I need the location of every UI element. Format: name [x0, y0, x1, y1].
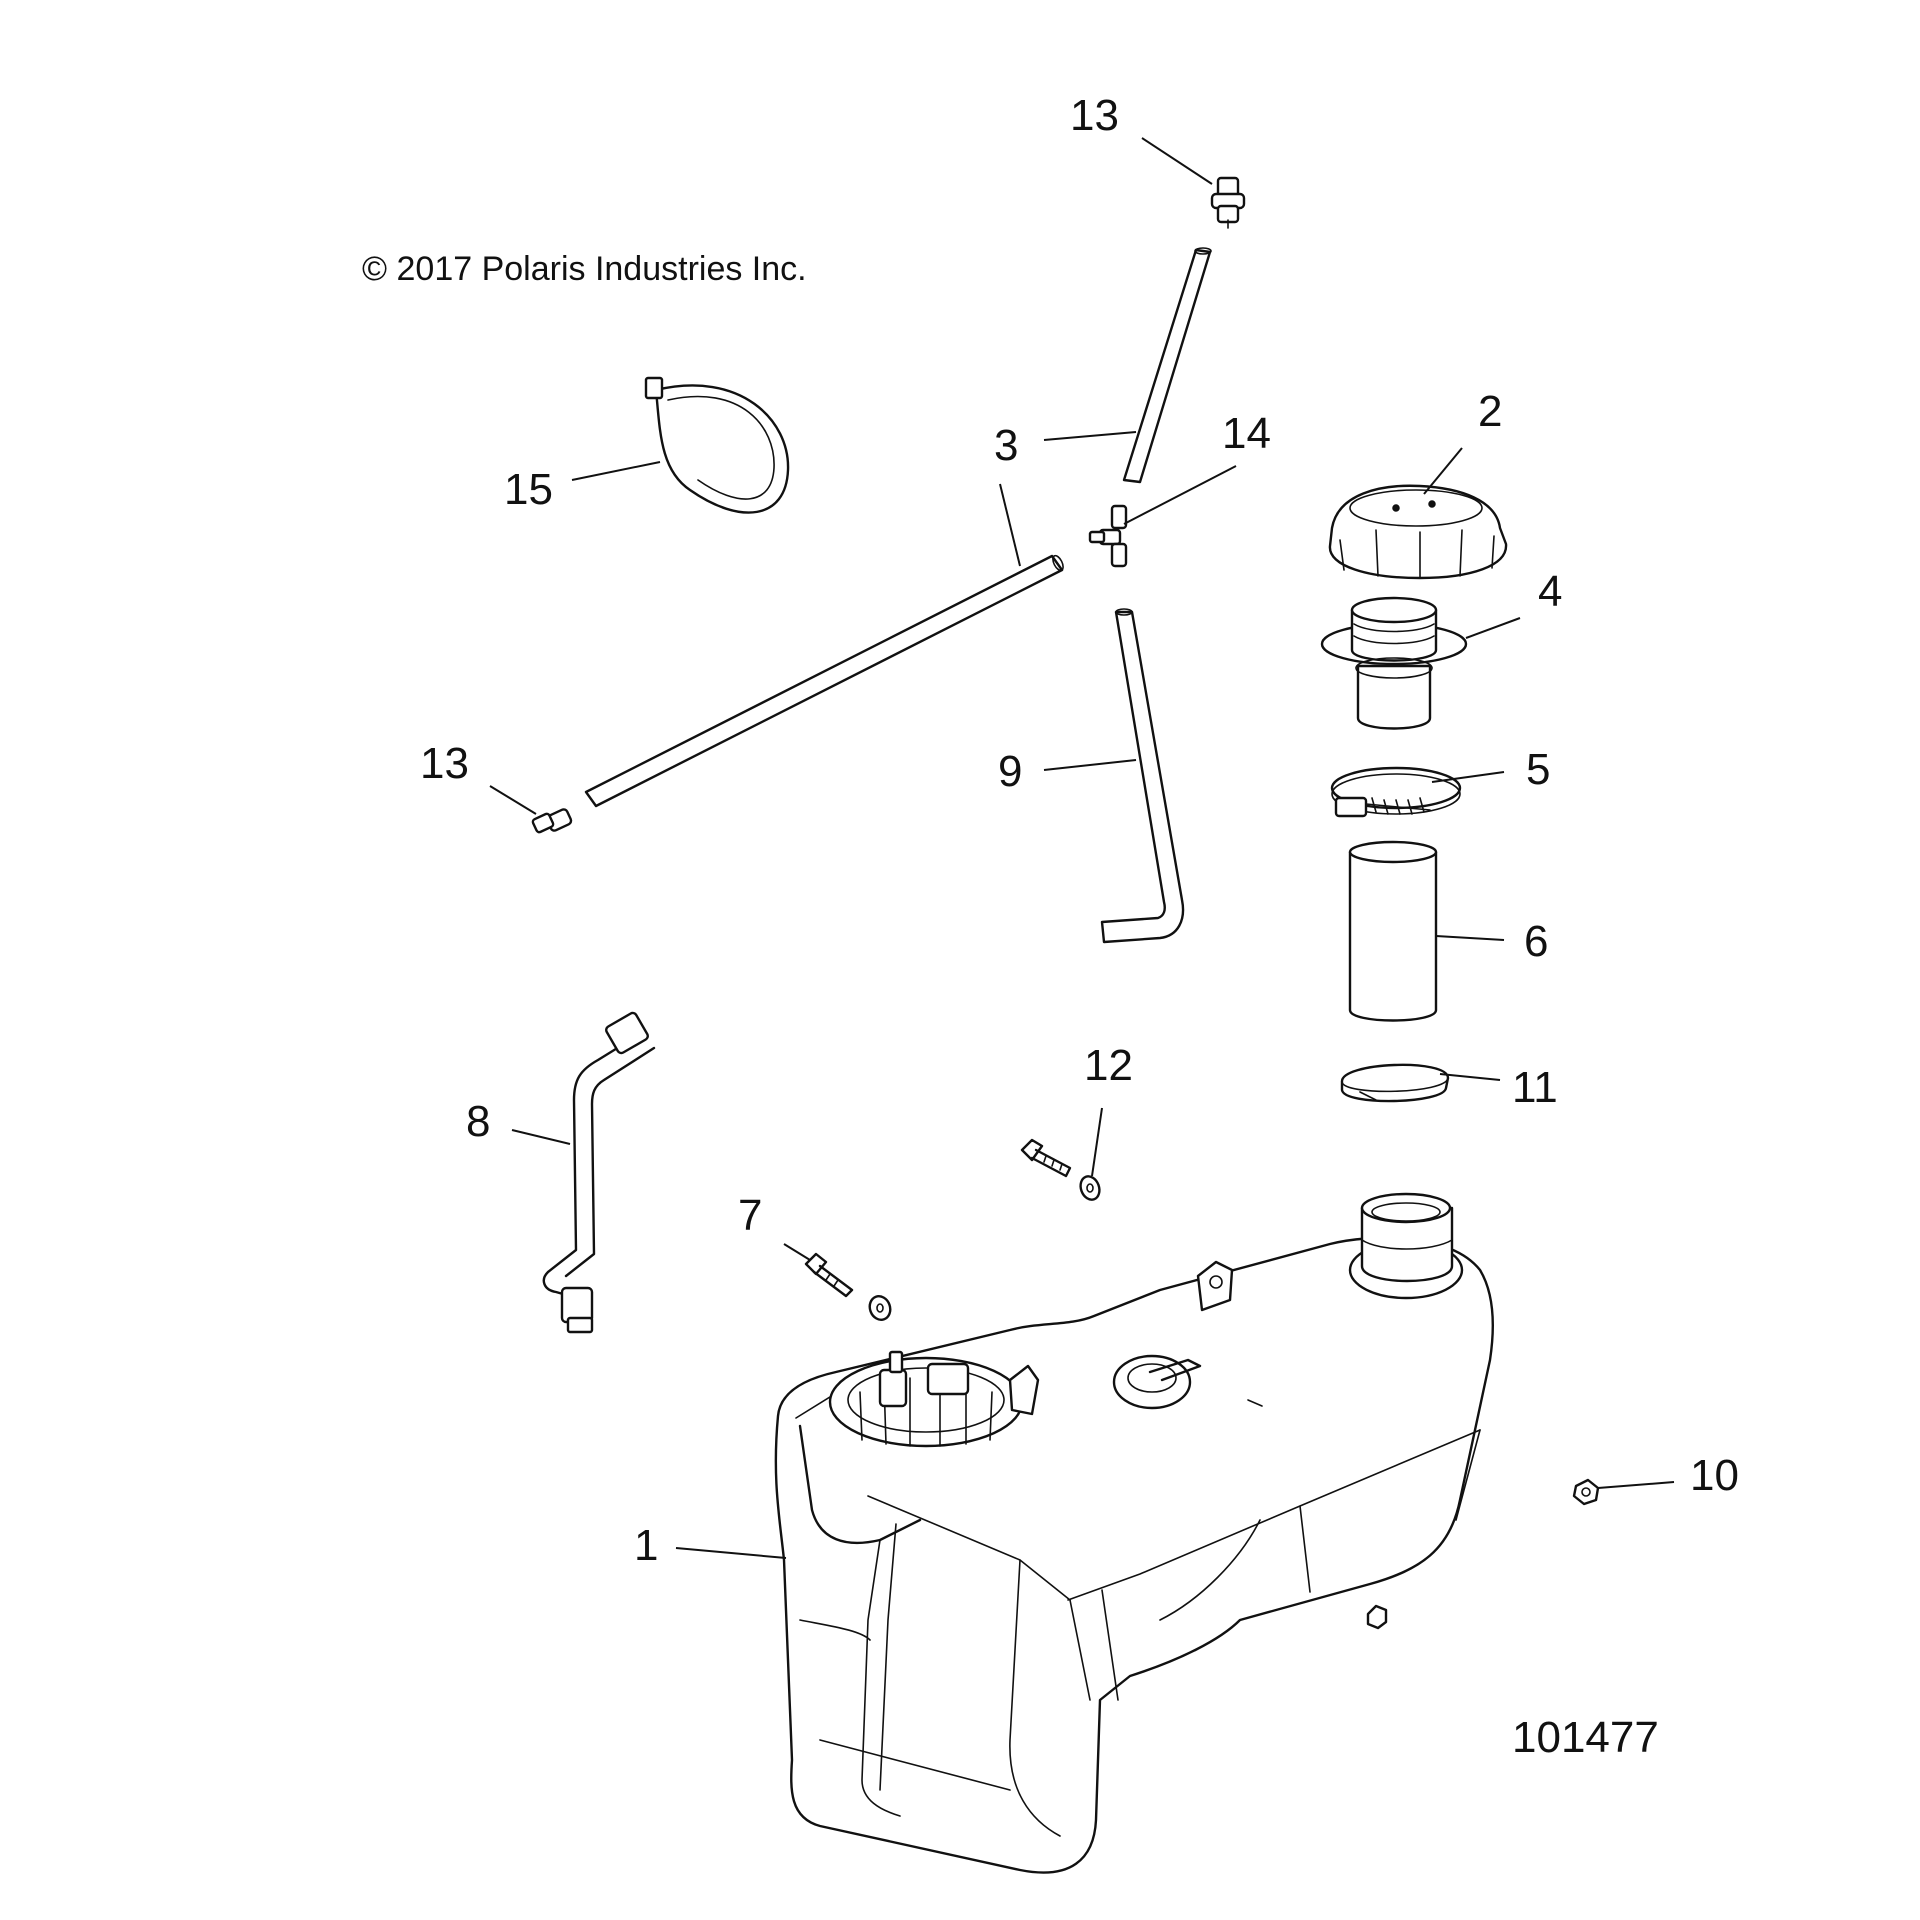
- callout-13-left: 13: [420, 739, 469, 788]
- part-13-check-valve-left[interactable]: [531, 808, 573, 834]
- leader-4: [1465, 617, 1521, 639]
- callout-6: 6: [1524, 917, 1548, 966]
- leader-2: [1423, 447, 1463, 495]
- callout-5: 5: [1526, 745, 1550, 794]
- leader-13-top: [1141, 137, 1213, 185]
- part-12-bolt-washer[interactable]: [1020, 1138, 1103, 1202]
- callout-10: 10: [1690, 1451, 1739, 1500]
- leader-15: [571, 461, 661, 481]
- drawing-number: 101477: [1512, 1713, 1659, 1762]
- callout-14: 14: [1222, 409, 1271, 458]
- leader-12: [1091, 1107, 1103, 1177]
- part-6-filler-hose[interactable]: [1348, 840, 1438, 1022]
- callout-11: 11: [1512, 1063, 1558, 1112]
- callout-1: 1: [634, 1521, 658, 1570]
- part-3-vent-hose-long[interactable]: [584, 554, 1065, 808]
- part-7-bolt-washer[interactable]: [804, 1252, 894, 1323]
- callout-9: 9: [998, 747, 1022, 796]
- part-3-vent-hose-upper[interactable]: [1122, 247, 1212, 484]
- copyright-text: © 2017 Polaris Industries Inc.: [362, 250, 807, 288]
- part-4-filler-neck[interactable]: [1320, 596, 1468, 730]
- leader-11: [1439, 1073, 1501, 1081]
- leader-5: [1431, 771, 1505, 783]
- leader-3-upper: [1043, 431, 1137, 441]
- callout-12: 12: [1084, 1041, 1133, 1090]
- leader-14: [1123, 465, 1237, 525]
- part-2-fuel-cap[interactable]: [1328, 484, 1508, 580]
- part-8-fuel-line[interactable]: [542, 1011, 656, 1334]
- leader-13-left: [489, 785, 537, 815]
- leader-3-long: [999, 483, 1021, 567]
- callout-2: 2: [1478, 387, 1502, 436]
- part-14-tee-fitting[interactable]: [1088, 504, 1128, 568]
- leader-1: [675, 1547, 787, 1559]
- callout-13-top: 13: [1070, 91, 1119, 140]
- callout-7: 7: [738, 1191, 762, 1240]
- callout-3-upper: 3: [994, 421, 1018, 470]
- part-5-hose-clamp[interactable]: [1330, 766, 1462, 818]
- callout-8: 8: [466, 1097, 490, 1146]
- leader-10: [1597, 1481, 1675, 1489]
- leader-9: [1043, 759, 1137, 771]
- leader-8: [511, 1129, 571, 1145]
- part-10-nut[interactable]: [1572, 1478, 1600, 1506]
- callout-4: 4: [1538, 567, 1562, 616]
- part-11-clamp[interactable]: [1340, 1063, 1450, 1103]
- part-13-check-valve-top[interactable]: [1210, 176, 1246, 229]
- leader-7: [783, 1243, 811, 1261]
- callout-15: 15: [504, 465, 553, 514]
- part-15-cable-tie[interactable]: [644, 376, 790, 514]
- part-1-fuel-tank[interactable]: [774, 1192, 1494, 1874]
- leader-6: [1435, 935, 1505, 941]
- part-9-vent-hose-elbow[interactable]: [1100, 608, 1185, 944]
